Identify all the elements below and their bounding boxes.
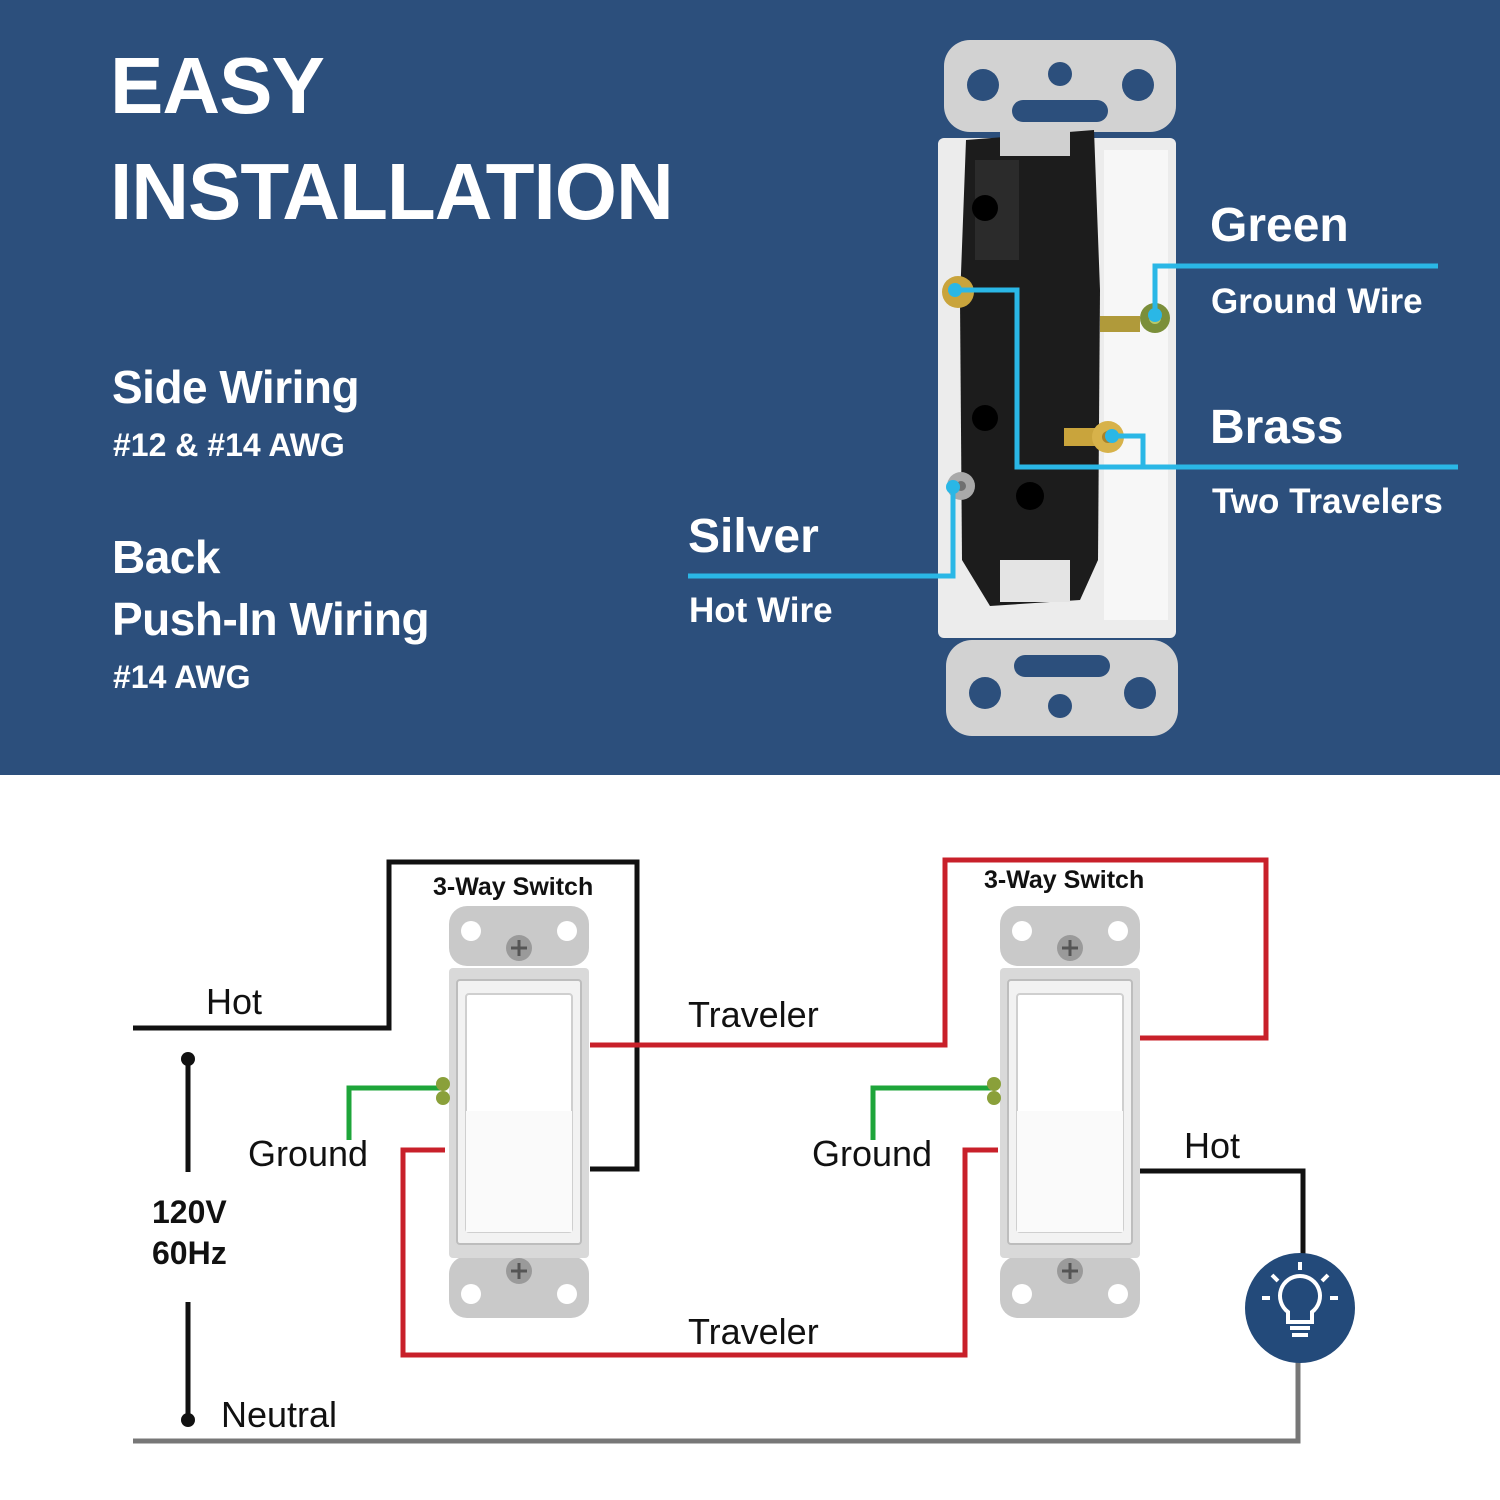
mounting-strap-bottom	[946, 640, 1178, 736]
back-wiring-title-1: Back	[112, 531, 220, 583]
silver-terminal-sub: Hot Wire	[689, 591, 833, 630]
ground-label-right: Ground	[812, 1133, 933, 1174]
traveler-label-top: Traveler	[688, 994, 819, 1035]
three-way-switch-right	[985, 904, 1142, 1320]
brass-terminal-title: Brass	[1210, 401, 1344, 454]
neutral-wire	[133, 1362, 1301, 1444]
three-way-switch-left	[434, 904, 591, 1320]
callout-lines	[688, 263, 1458, 579]
banner	[0, 0, 1500, 775]
hot-label-right: Hot	[1184, 1125, 1241, 1166]
ground-label-left: Ground	[248, 1133, 369, 1174]
switch-right-label: 3-Way Switch	[984, 866, 1145, 894]
green-terminal-title: Green	[1210, 199, 1349, 252]
traveler-wire-top	[590, 857, 1269, 1048]
ground-wire-right	[870, 1085, 992, 1140]
brass-terminal-sub: Two Travelers	[1212, 482, 1443, 521]
silver-terminal-title: Silver	[688, 510, 819, 563]
hot-wire-left	[133, 859, 640, 1172]
voltage-indicator	[181, 1052, 195, 1427]
side-wiring-title: Side Wiring	[112, 361, 360, 413]
voltage-label: 120V	[152, 1194, 227, 1230]
switch-left-label: 3-Way Switch	[433, 873, 594, 901]
back-wiring-gauge: #14 AWG	[113, 659, 251, 695]
traveler-label-bottom: Traveler	[688, 1311, 819, 1352]
hot-wire-right	[1140, 1168, 1306, 1258]
title-line-2: INSTALLATION	[110, 147, 674, 236]
neutral-label: Neutral	[221, 1394, 338, 1435]
hot-label-left: Hot	[206, 981, 263, 1022]
frequency-label: 60Hz	[152, 1235, 227, 1271]
back-wiring-title-2: Push-In Wiring	[112, 593, 430, 645]
bulb-icon	[1245, 1253, 1355, 1363]
green-terminal-sub: Ground Wire	[1211, 282, 1423, 321]
mounting-strap-top	[944, 40, 1176, 132]
switch-back-illustration	[688, 40, 1458, 736]
traveler-wire-bottom	[400, 1147, 998, 1358]
ground-wire-left	[346, 1085, 440, 1140]
side-wiring-gauge: #12 & #14 AWG	[113, 427, 345, 463]
title-line-1: EASY	[110, 41, 325, 130]
